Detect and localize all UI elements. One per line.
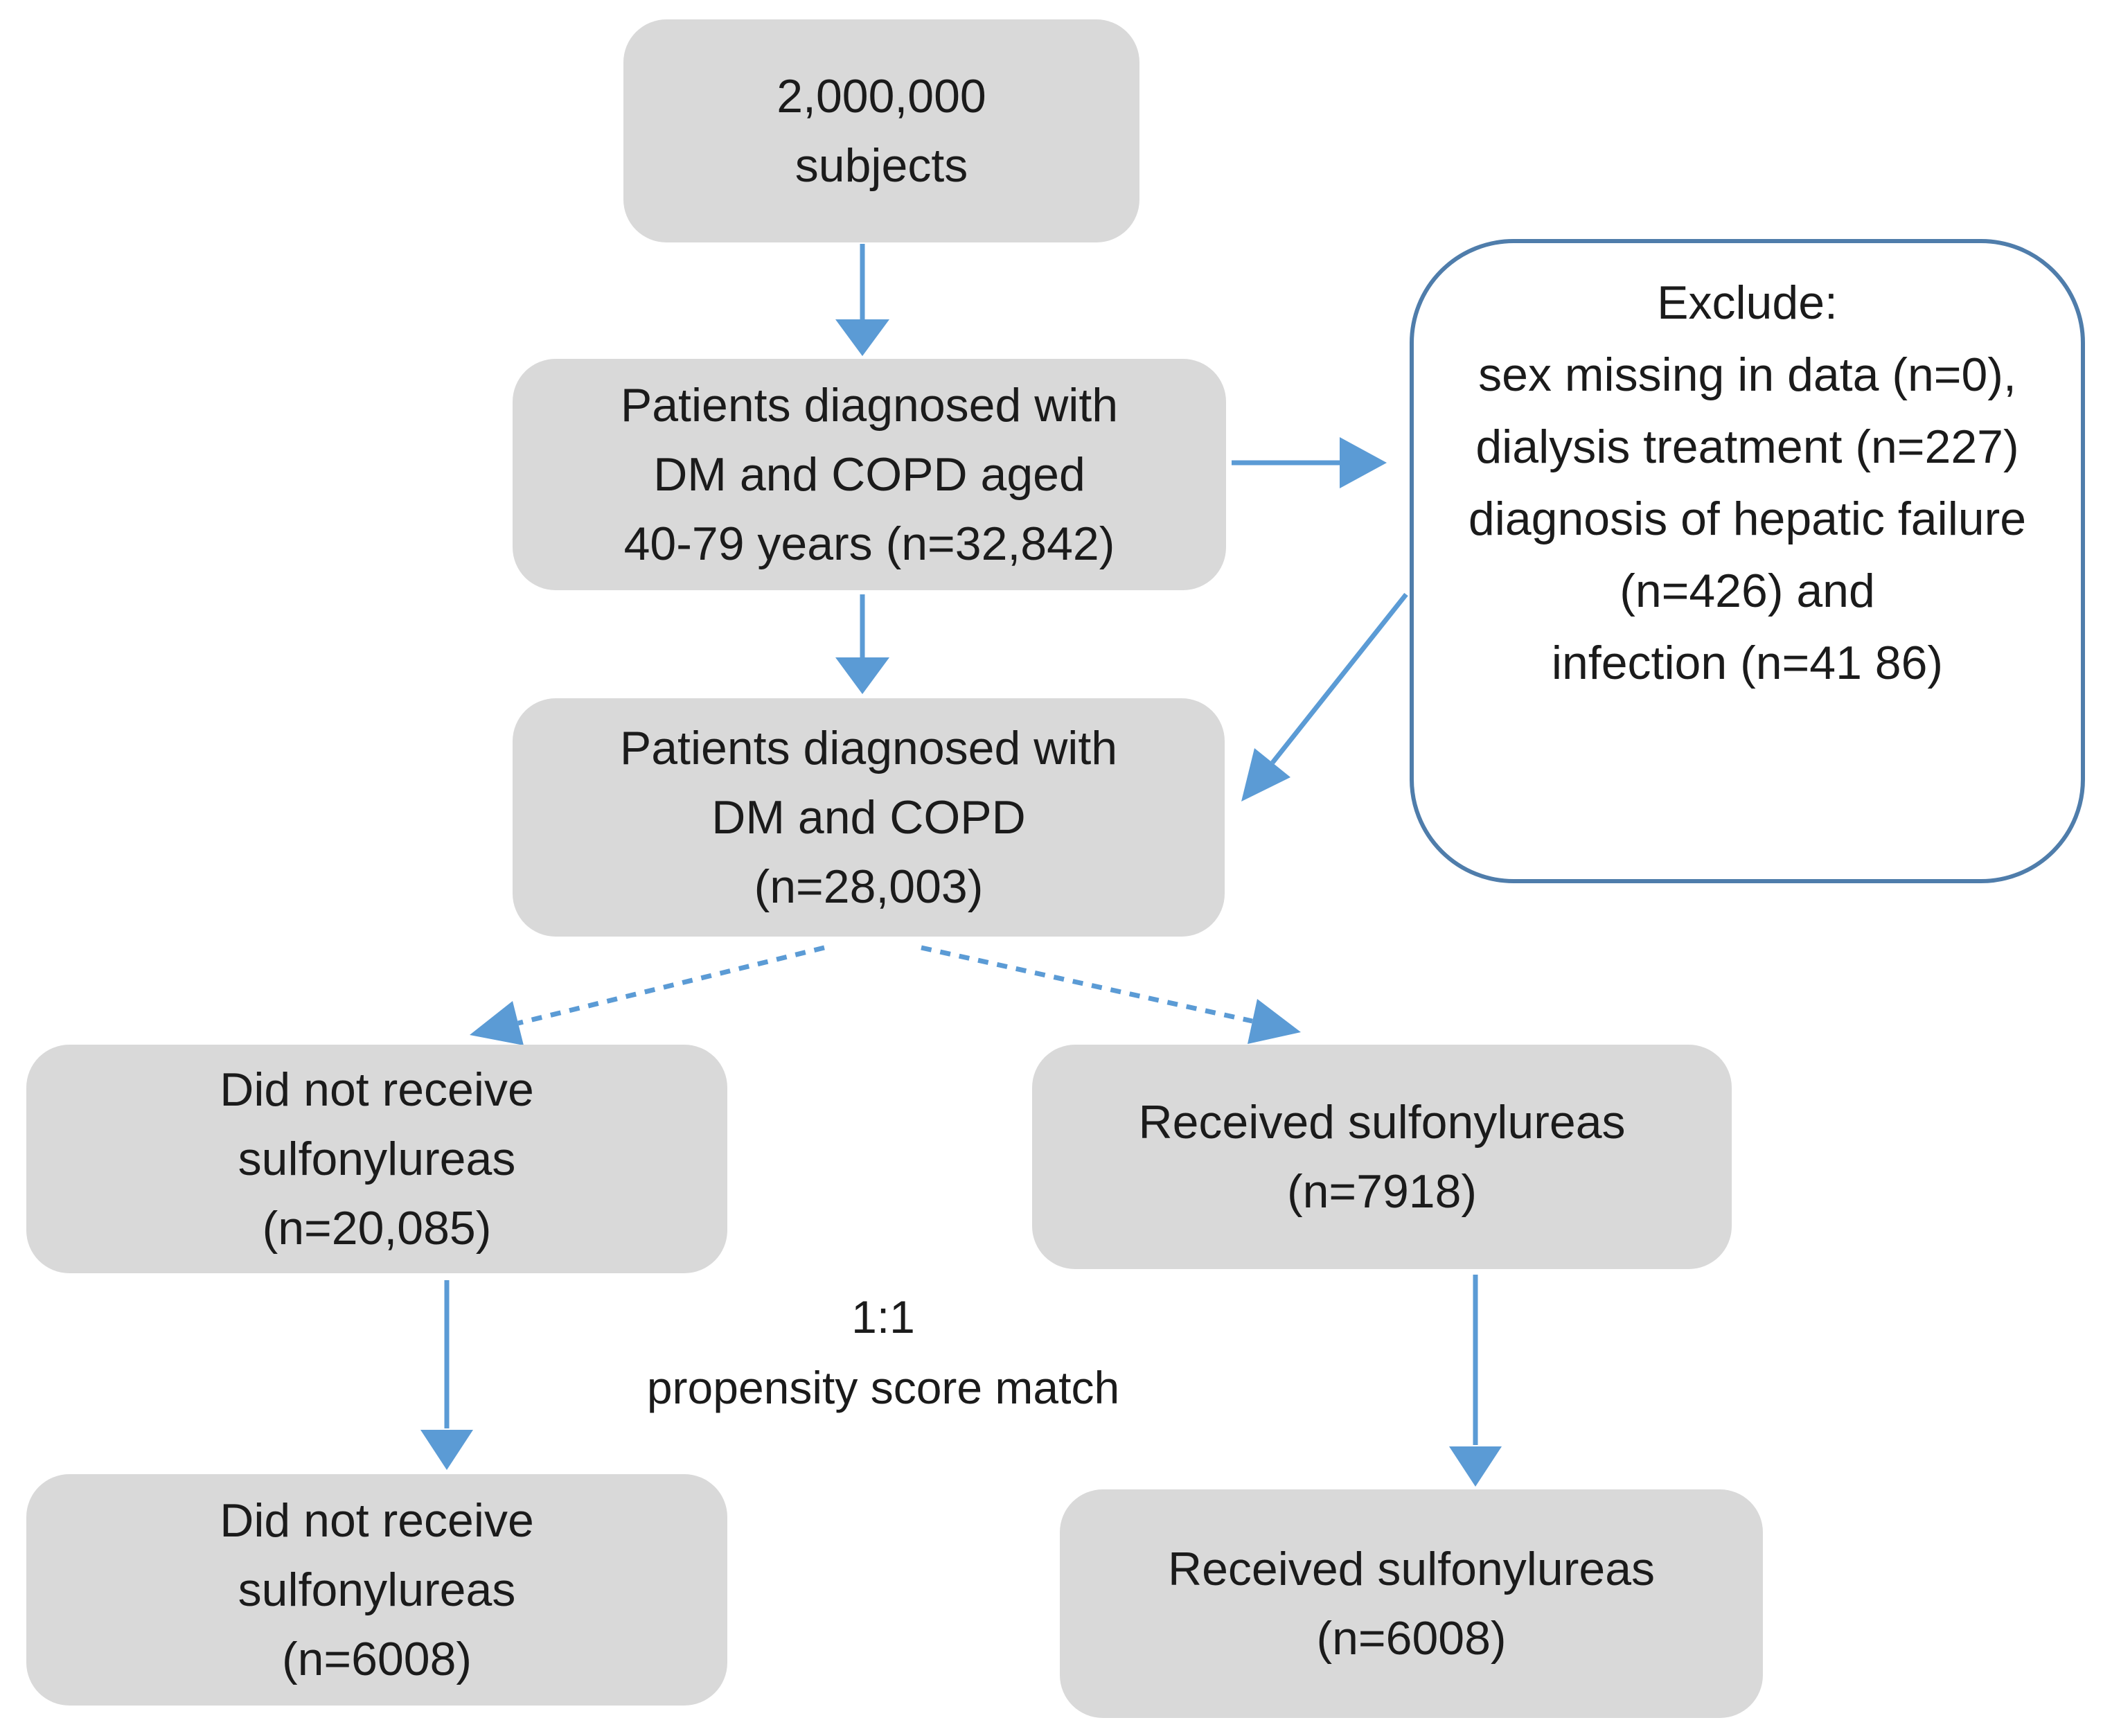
node-no-sulfonylureas-matched: Did not receive sulfonylureas (n=6008) (26, 1474, 727, 1706)
node-exclude: Exclude: sex missing in data (n=0), dial… (1410, 239, 2085, 883)
arrow-diagnosed-aged-to-exclude (1232, 437, 1387, 488)
arrow-exclude-to-diagnosed (1241, 592, 1408, 801)
node-diagnosed-line: (n=28,003) (754, 860, 984, 913)
arrow-received-sulfonylureas-to-matched (1449, 1275, 1502, 1487)
propensity-match-label: 1:1 propensity score match (537, 1282, 1230, 1423)
node-received-sulfonylureas-matched-line: (n=6008) (1316, 1612, 1507, 1665)
node-diagnosed-line: DM and COPD (711, 791, 1026, 844)
arrow-diagnosed-to-no-sulfonylureas (470, 945, 825, 1045)
node-exclude-line: sex missing in data (n=0), (1478, 348, 2016, 401)
node-diagnosed-aged: Patients diagnosed with DM and COPD aged… (513, 359, 1226, 590)
node-exclude-line: infection (n=41 86) (1551, 637, 1944, 689)
node-exclude-line: (n=426) and (1620, 565, 1875, 617)
node-received-sulfonylureas-matched: Received sulfonylureas (n=6008) (1060, 1489, 1763, 1718)
node-no-sulfonylureas-matched-line: sulfonylureas (238, 1564, 516, 1616)
node-diagnosed-aged-line: 40-79 years (n=32,842) (623, 517, 1115, 570)
node-subjects-line: subjects (795, 139, 968, 192)
node-no-sulfonylureas: Did not receive sulfonylureas (n=20,085) (26, 1045, 727, 1273)
node-no-sulfonylureas-line: (n=20,085) (262, 1202, 492, 1255)
node-no-sulfonylureas-matched-line: Did not receive (220, 1494, 534, 1547)
node-diagnosed-aged-line: Patients diagnosed with (620, 379, 1119, 432)
node-diagnosed-aged-line: DM and COPD aged (653, 448, 1085, 501)
arrow-diagnosed-to-received-sulfonylureas (921, 945, 1301, 1044)
match-method-text: propensity score match (646, 1362, 1120, 1413)
arrow-no-sulfonylureas-to-matched (420, 1280, 473, 1470)
match-ratio-text: 1:1 (851, 1291, 915, 1343)
node-received-sulfonylureas: Received sulfonylureas (n=7918) (1032, 1045, 1732, 1269)
node-exclude-line: diagnosis of hepatic failure (1468, 493, 2027, 545)
node-subjects-line: 2,000,000 (777, 70, 986, 123)
node-diagnosed-line: Patients diagnosed with (619, 722, 1118, 774)
node-exclude-line: dialysis treatment (n=227) (1475, 420, 2019, 473)
node-subjects: 2,000,000 subjects (623, 19, 1139, 242)
node-no-sulfonylureas-line: Did not receive (220, 1063, 534, 1116)
node-no-sulfonylureas-matched-line: (n=6008) (281, 1633, 472, 1685)
arrow-subjects-to-diagnosed-aged (835, 244, 889, 356)
node-exclude-line: Exclude: (1657, 276, 1838, 329)
arrow-diagnosed-aged-to-diagnosed (835, 594, 889, 694)
node-received-sulfonylureas-line: (n=7918) (1286, 1165, 1478, 1218)
node-received-sulfonylureas-line: Received sulfonylureas (1138, 1096, 1626, 1149)
node-diagnosed: Patients diagnosed with DM and COPD (n=2… (513, 698, 1225, 937)
node-received-sulfonylureas-matched-line: Received sulfonylureas (1167, 1543, 1656, 1595)
node-no-sulfonylureas-line: sulfonylureas (238, 1133, 516, 1185)
